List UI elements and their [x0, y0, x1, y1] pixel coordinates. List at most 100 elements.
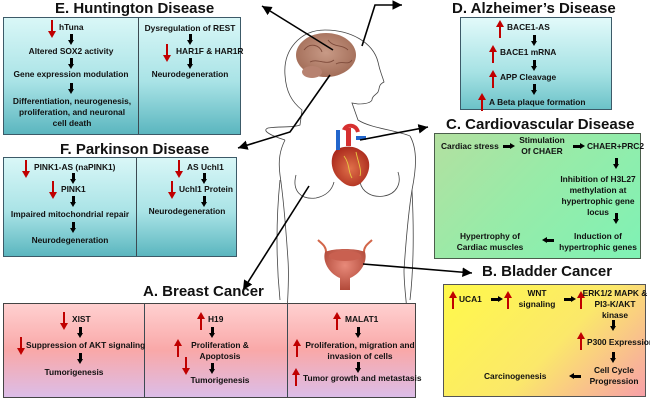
flow-arrow-icon [531, 60, 537, 71]
step-proliferation-apoptosis: Proliferation & Apoptosis [191, 340, 249, 361]
step-neurodegeneration: Neurodegeneration [148, 206, 226, 216]
step-erk-mapk-pi3k: ERK1/2 MAPK & PI3-K/AKT kinase [582, 288, 648, 320]
up-regulation-arrow-icon [174, 339, 182, 357]
connector-breast [242, 185, 310, 291]
down-regulation-arrow-icon [60, 312, 68, 330]
up-regulation-arrow-icon [577, 291, 585, 309]
step-gene-expression: Gene expression modulation [13, 69, 129, 79]
breast-outline-right [359, 171, 400, 197]
up-regulation-arrow-icon [489, 70, 497, 88]
bladder-cancer-panel: UCA1 WNT signaling ERK1/2 MAPK & PI3-K/A… [443, 284, 650, 397]
step-neurodegeneration: Neurodegeneration [151, 69, 229, 79]
step-stimulation-chaer: Stimulation Of CHAER [519, 135, 565, 156]
up-regulation-arrow-icon [292, 368, 300, 386]
up-regulation-arrow-icon [449, 291, 457, 309]
flow-arrow-icon [70, 173, 76, 184]
step-p300-expression: P300 Expression [587, 337, 650, 347]
panel-divider [287, 304, 288, 397]
flow-arrow-icon [613, 213, 619, 224]
step-impaired-mitochondrial: Impaired mitochondrial repair [10, 209, 130, 219]
step-hypertrophic-genes: Induction of hypertrophic genes [559, 231, 637, 252]
step-wnt-signaling: WNT signaling [518, 288, 556, 309]
step-akt-suppression: Suppression of AKT signaling [26, 340, 146, 350]
step-tumorigenesis: Tumorigenesis [44, 367, 104, 377]
flow-arrow-icon [613, 158, 619, 169]
panel-divider [136, 158, 137, 256]
step-neurodegeneration: Neurodegeneration [31, 235, 109, 245]
step-altered-sox2: Altered SOX2 activity [28, 46, 114, 56]
up-regulation-arrow-icon [197, 312, 205, 330]
parkinson-panel: PINK1-AS (naPINK1) PINK1 Impaired mitoch… [3, 157, 237, 257]
flow-arrow-icon [70, 196, 76, 207]
step-cell-cycle: Cell Cycle Progression [589, 365, 639, 386]
connector-alzheimers [361, 0, 402, 47]
step-h19: H19 [208, 314, 224, 324]
step-bace1-mrna: BACE1 mRNA [500, 47, 557, 57]
down-regulation-arrow-icon [182, 357, 190, 375]
flow-arrow-icon [491, 296, 503, 303]
breast-cancer-title: A. Breast Cancer [143, 283, 264, 300]
cardiovascular-title: C. Cardiovascular Disease [446, 116, 635, 133]
step-malat1: MALAT1 [345, 314, 379, 324]
flow-arrow-icon [68, 58, 74, 69]
brain-organ [296, 33, 356, 78]
up-regulation-arrow-icon [496, 20, 504, 38]
flow-arrow-icon [187, 34, 193, 45]
heart-organ [331, 123, 370, 187]
alzheimers-title: D. Alzheimer’s Disease [452, 0, 616, 17]
step-proliferation-migration: Proliferation, migration and invasion of… [305, 340, 415, 361]
step-differentiation: Differentiation, neurogenesis, prolifera… [12, 96, 132, 128]
connector-bladder [362, 263, 473, 277]
breast-cancer-panel: XIST Suppression of AKT signaling Tumori… [3, 303, 422, 398]
huntington-title: E. Huntington Disease [55, 0, 215, 17]
flow-arrow-icon [531, 84, 537, 95]
flow-arrow-icon [531, 35, 537, 46]
up-regulation-arrow-icon [478, 93, 486, 111]
step-tumor-growth: Tumor growth and metastasis [303, 373, 422, 383]
down-regulation-arrow-icon [49, 181, 57, 199]
arm-left-inner [276, 179, 281, 301]
flow-arrow-icon [610, 352, 616, 363]
down-regulation-arrow-icon [22, 160, 30, 178]
step-htuna: hTuna [59, 22, 84, 32]
step-uca1: UCA1 [459, 294, 482, 304]
down-regulation-arrow-icon [17, 337, 25, 355]
up-regulation-arrow-icon [293, 339, 301, 357]
parkinson-title: F. Parkinson Disease [60, 141, 210, 158]
step-har1f-har1r: HAR1F & HAR1R [176, 46, 244, 56]
flow-arrow-icon [573, 143, 585, 150]
connector-parkinson [237, 74, 331, 150]
flow-arrow-icon [70, 222, 76, 233]
down-regulation-arrow-icon [48, 20, 56, 38]
step-as-uchl1: AS Uchl1 [187, 162, 224, 172]
panel-divider [138, 18, 139, 134]
flow-arrow-icon [187, 58, 193, 69]
flow-arrow-icon [610, 320, 616, 331]
up-regulation-arrow-icon [333, 312, 341, 330]
step-uchl1-protein: Uchl1 Protein [179, 184, 233, 194]
flow-arrow-icon [209, 327, 215, 338]
flow-arrow-icon [68, 34, 74, 45]
step-h3l27-inhibition: Inhibition of H3L27 methylation at hyper… [560, 174, 636, 217]
step-app-cleavage: APP Cleavage [500, 72, 557, 82]
step-pink1: PINK1 [61, 184, 86, 194]
panel-divider [144, 304, 145, 397]
flow-arrow-icon [77, 353, 83, 364]
step-cardiac-stress: Cardiac stress [441, 141, 499, 151]
step-cardiac-hypertrophy: Hypertrophy of Cardiac muscles [456, 231, 524, 252]
flow-arrow-icon [209, 363, 215, 374]
up-regulation-arrow-icon [489, 45, 497, 63]
up-regulation-arrow-icon [577, 332, 585, 350]
huntington-panel: hTuna Altered SOX2 activity Gene express… [3, 17, 244, 135]
step-rest-dysregulation: Dysregulation of REST [144, 23, 236, 33]
human-body-outline [265, 29, 416, 347]
flow-arrow-icon [564, 296, 576, 303]
step-carcinogenesis: Carcinogenesis [484, 371, 547, 381]
down-regulation-arrow-icon [175, 160, 183, 178]
connector-cardiovascular [359, 124, 429, 141]
flow-arrow-icon [201, 196, 207, 207]
step-bace1-as: BACE1-AS [507, 22, 550, 32]
arm-right-inner [409, 189, 414, 301]
step-chaer-prc2: CHAER+PRC2 [587, 141, 645, 151]
